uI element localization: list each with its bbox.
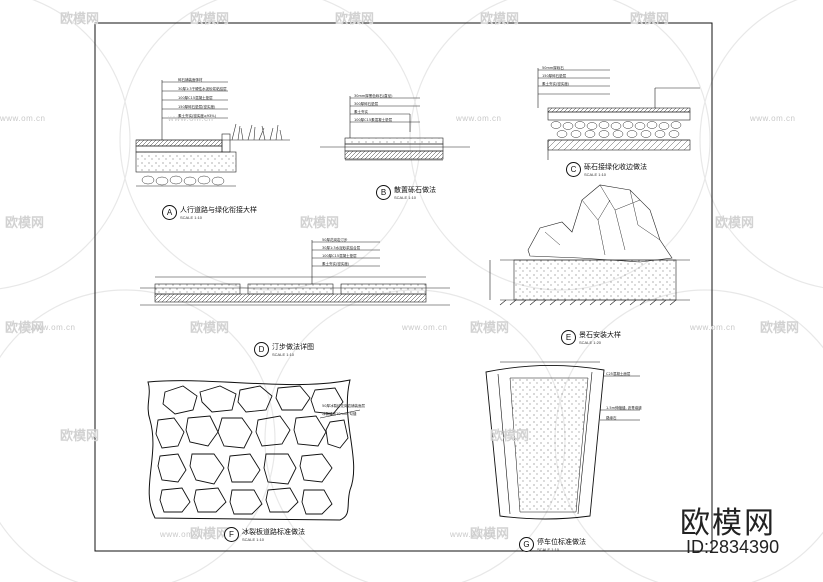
watermark-site: www.om.cn xyxy=(160,530,206,539)
detail-g-parking-plan xyxy=(485,361,640,520)
watermark-site: www.om.cn xyxy=(456,114,502,123)
detail-scale-g: SCALE 1:10 xyxy=(537,547,560,552)
note-b-1: 30mm厚黑色砾石(直径) xyxy=(354,94,393,98)
detail-marker-d: D xyxy=(254,342,269,357)
detail-marker-c: C xyxy=(566,162,581,177)
detail-title-g: 停车位标准做法 xyxy=(537,538,586,546)
watermark-brand: 欧模网 xyxy=(470,321,510,336)
watermark-brand: 欧模网 xyxy=(190,321,230,336)
watermark-brand: 欧模网 xyxy=(60,429,100,444)
detail-scale-f: SCALE 1:10 xyxy=(242,537,265,542)
note-f-1: 50厚冰裂纹花岗岩铺装面层 xyxy=(322,404,365,408)
note-g-1: C25混凝土面层 xyxy=(606,372,631,376)
watermark-site: www.om.cn xyxy=(402,323,448,332)
detail-a-section xyxy=(135,80,290,187)
note-c-1: 50mm厚砾石 xyxy=(542,66,564,70)
note-g-2: 1.5m伸缩缝, 沥青填缝 xyxy=(606,406,642,410)
watermark-brand: 欧模网 xyxy=(5,321,45,336)
watermark-brand: 欧模网 xyxy=(715,216,755,231)
watermark-brand: 欧模网 xyxy=(60,12,100,27)
watermark-brand: 欧模网 xyxy=(470,527,510,542)
note-c-2: 150厚碎石垫层 xyxy=(542,74,567,78)
detail-marker-e: E xyxy=(561,330,576,345)
detail-scale-a: SCALE 1:10 xyxy=(180,215,203,220)
detail-title-e: 景石安装大样 xyxy=(579,331,621,339)
watermark-brand: 欧模网 xyxy=(335,12,375,27)
detail-scale-e: SCALE 1:20 xyxy=(579,340,602,345)
note-d-4: 素土夯实(密实度) xyxy=(322,262,350,266)
detail-title-f: 冰裂板道路标准做法 xyxy=(242,528,305,536)
detail-c-section xyxy=(537,68,700,160)
note-g-3: 路缘石 xyxy=(606,416,617,420)
note-d-3: 100厚C15混凝土垫层 xyxy=(322,254,357,258)
watermark-brand: 欧模网 xyxy=(300,216,340,231)
watermark-brand: 欧模网 xyxy=(490,429,530,444)
watermark-brand: 欧模网 xyxy=(630,12,670,27)
detail-title-a: 人行道路与绿化衔接大样 xyxy=(180,206,257,214)
watermark-site: www.om.cn xyxy=(0,114,46,123)
detail-title-d: 汀步做法详图 xyxy=(272,343,314,351)
watermark-site: www.om.cn xyxy=(450,530,496,539)
note-f-2: 冰裂缝宽10mm, 勾缝 xyxy=(322,412,357,416)
note-a-3: 100厚C15混凝土垫层 xyxy=(178,96,213,100)
watermark-site: www.om.cn xyxy=(690,323,736,332)
note-c-3: 素土夯实(密实度) xyxy=(542,82,570,86)
watermark-site: www.om.cn xyxy=(750,114,796,123)
drawing-frame xyxy=(94,22,713,552)
watermark-brand: 欧模网 xyxy=(190,12,230,27)
watermark-brand: 欧模网 xyxy=(190,527,230,542)
watermark-brand: 欧模网 xyxy=(760,321,800,336)
detail-scale-c: SCALE 1:10 xyxy=(584,172,607,177)
brand-logo-text: 欧模网 xyxy=(680,506,776,541)
detail-scale-d: SCALE 1:10 xyxy=(272,352,295,357)
note-b-4: 100厚C15素混凝土垫层 xyxy=(354,118,393,122)
watermark-brand: 欧模网 xyxy=(480,12,520,27)
note-a-1: 碎石铺装面饰材 xyxy=(178,78,203,82)
note-a-4: 150厚碎石垫层(密实度) xyxy=(178,105,216,109)
detail-d-section xyxy=(140,240,450,306)
detail-scale-b: SCALE 1:10 xyxy=(394,195,417,200)
note-a-2: 30厚1:3干硬性水泥砂浆粘结层 xyxy=(178,87,227,91)
note-a-5: 素土夯实(密实度≥93%) xyxy=(178,114,216,118)
note-d-1: 50厚花岗岩汀步 xyxy=(322,238,348,242)
detail-marker-g: G xyxy=(519,537,534,552)
detail-f-flagstone-plan xyxy=(147,379,361,521)
detail-e-section xyxy=(489,184,690,306)
detail-b-section xyxy=(320,96,470,161)
watermark-site: www.om.cn xyxy=(168,114,214,123)
detail-marker-f: F xyxy=(224,527,239,542)
note-b-2: 300厚碎石垫层 xyxy=(354,102,379,106)
note-b-3: 素土夯实 xyxy=(354,110,368,114)
watermark-brand: 欧模网 xyxy=(5,216,45,231)
watermark-site: www.om.cn xyxy=(30,323,76,332)
brand-id: ID:2834390 xyxy=(686,537,780,557)
note-d-2: 30厚1:3水泥砂浆结合层 xyxy=(322,246,361,250)
detail-marker-a: A xyxy=(162,205,177,220)
detail-title-c: 砾石接绿化收边做法 xyxy=(584,163,647,171)
detail-marker-b: B xyxy=(376,185,391,200)
detail-title-b: 散置砾石做法 xyxy=(394,186,436,194)
